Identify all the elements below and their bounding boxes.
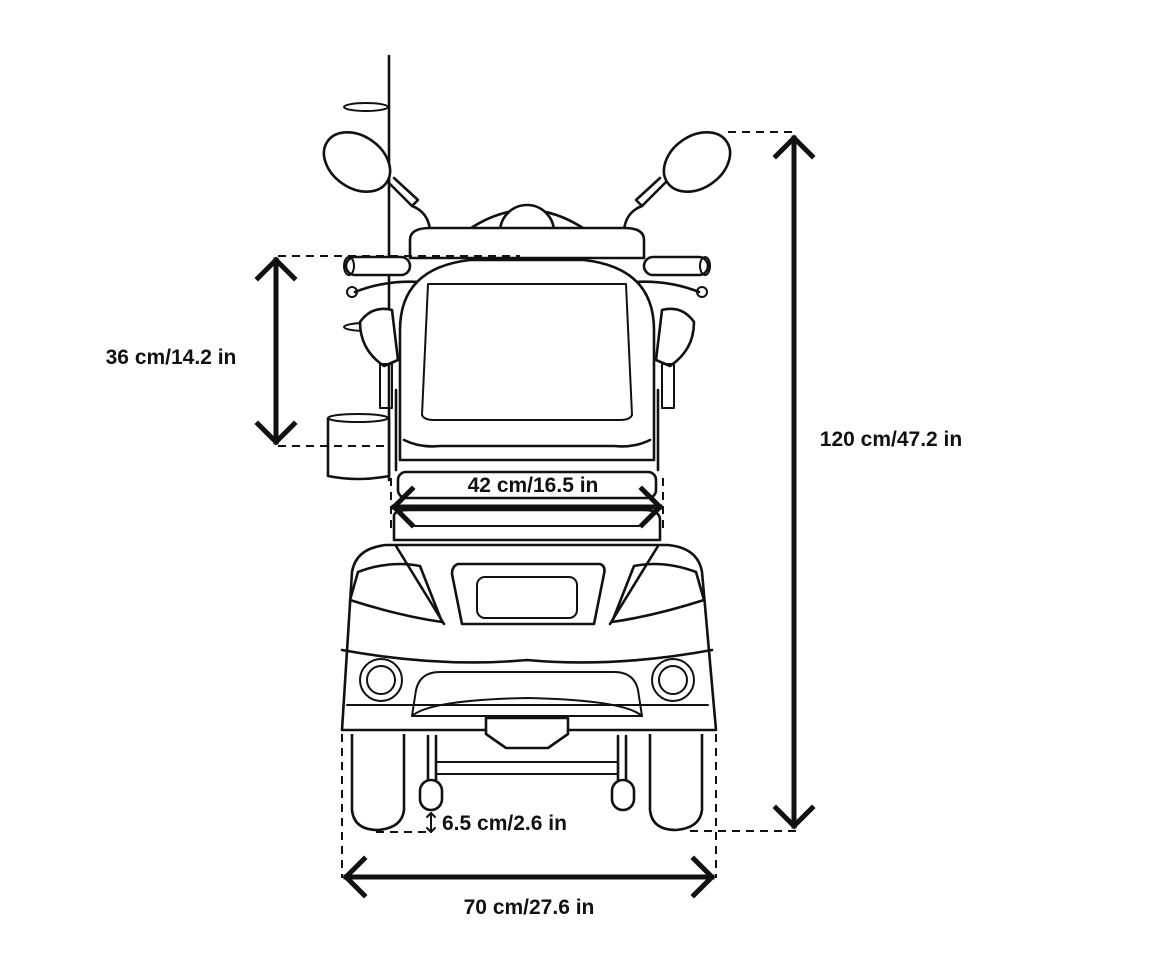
cup-holder	[326, 413, 391, 481]
total-height-label: 120 cm/47.2 in	[820, 428, 962, 451]
seat-back-height-label: 36 cm/14.2 in	[106, 346, 237, 369]
right-front-wheel	[648, 734, 704, 832]
undercarriage	[418, 734, 636, 812]
dimension-guides	[278, 131, 796, 878]
seat-width-label: 42 cm/16.5 in	[468, 474, 599, 497]
left-anti-tip-wheel	[418, 778, 444, 812]
right-mirror	[622, 131, 732, 232]
overall-width-label: 70 cm/27.6 in	[464, 896, 595, 919]
seat-width-arrow	[390, 485, 664, 529]
front-body	[340, 543, 718, 750]
armrests	[358, 307, 696, 409]
scooter-illustration	[322, 54, 732, 832]
total-height-arrow	[772, 134, 816, 830]
ground-clearance-arrow	[426, 812, 436, 833]
seat-back	[394, 258, 660, 472]
left-fog-light	[359, 658, 403, 702]
seat-cushion	[392, 470, 662, 542]
overall-width-arrow	[342, 855, 716, 899]
seat-back-height-arrow	[254, 256, 298, 446]
left-front-wheel	[350, 734, 406, 832]
ground-clearance-label: 6.5 cm/2.6 in	[442, 812, 567, 835]
right-anti-tip-wheel	[610, 778, 636, 812]
license-plate	[476, 576, 578, 619]
wheels	[350, 734, 704, 832]
left-mirror	[322, 131, 432, 232]
right-fog-light	[651, 658, 695, 702]
